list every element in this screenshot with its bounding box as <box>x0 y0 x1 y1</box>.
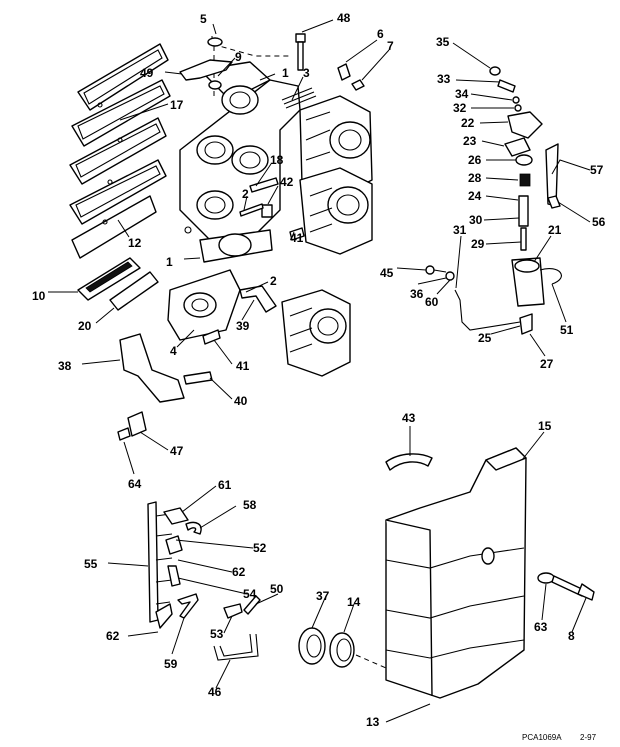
reed-plate <box>77 257 159 311</box>
bracket <box>179 59 233 81</box>
callout-5: 5 <box>200 12 207 26</box>
callout-32: 32 <box>453 101 467 115</box>
callout-57: 57 <box>590 163 604 177</box>
callout-3: 3 <box>303 66 310 80</box>
callout-2-lower: 2 <box>270 274 277 288</box>
callout-55: 55 <box>84 557 98 571</box>
callout-23: 23 <box>463 134 477 148</box>
callout-17: 17 <box>170 98 184 112</box>
mounting-bracket <box>119 333 185 403</box>
callout-34: 34 <box>455 87 469 101</box>
callout-20: 20 <box>78 319 92 333</box>
callout-31: 31 <box>453 223 467 237</box>
callout-62-lower: 62 <box>106 629 120 643</box>
callout-52: 52 <box>253 541 267 555</box>
callout-24: 24 <box>468 189 482 203</box>
intake-manifold <box>167 61 301 341</box>
callout-4: 4 <box>170 344 177 358</box>
callout-15: 15 <box>538 419 552 433</box>
callout-60: 60 <box>425 295 439 309</box>
manifold-bolt <box>295 33 306 71</box>
callout-41-upper: 41 <box>290 231 304 245</box>
callout-33: 33 <box>437 72 451 86</box>
callout-54: 54 <box>243 587 257 601</box>
callout-61: 61 <box>218 478 232 492</box>
callout-1-lower: 1 <box>166 255 173 269</box>
callout-1-upper: 1 <box>282 66 289 80</box>
leader-lines <box>48 19 591 723</box>
fuel-pump-assembly <box>425 66 562 335</box>
callout-14: 14 <box>347 595 361 609</box>
callout-22: 22 <box>461 116 475 130</box>
callout-62-upper: 62 <box>232 565 246 579</box>
callout-38: 38 <box>58 359 72 373</box>
intake-manifold-gasket-stack <box>69 43 171 259</box>
callout-40: 40 <box>234 394 248 408</box>
callout-21: 21 <box>548 223 562 237</box>
callout-2-upper: 2 <box>242 187 249 201</box>
callout-35: 35 <box>436 35 450 49</box>
callout-39: 39 <box>236 319 250 333</box>
callout-27: 27 <box>540 357 554 371</box>
callout-46: 46 <box>208 685 222 699</box>
callout-43: 43 <box>402 411 416 425</box>
callout-37: 37 <box>316 589 330 603</box>
callout-47: 47 <box>170 444 184 458</box>
callout-48: 48 <box>337 11 351 25</box>
drawing-code: PCA1069A <box>522 733 562 742</box>
lower-carburetor <box>281 289 351 377</box>
callout-6: 6 <box>377 27 384 41</box>
callout-45: 45 <box>380 266 394 280</box>
middle-carburetor <box>299 167 373 255</box>
callout-58: 58 <box>243 498 257 512</box>
callout-18: 18 <box>270 153 284 167</box>
callout-63: 63 <box>534 620 548 634</box>
callout-26: 26 <box>468 153 482 167</box>
callout-8: 8 <box>568 629 575 643</box>
callout-28: 28 <box>468 171 482 185</box>
callout-64: 64 <box>128 477 142 491</box>
callout-49: 49 <box>140 66 154 80</box>
callout-53: 53 <box>210 627 224 641</box>
callout-42: 42 <box>280 175 294 189</box>
callout-25: 25 <box>478 331 492 345</box>
callout-30: 30 <box>469 213 483 227</box>
callout-10: 10 <box>32 289 46 303</box>
upper-carburetor <box>299 95 373 197</box>
callout-51: 51 <box>560 323 574 337</box>
callout-29: 29 <box>471 237 485 251</box>
callout-36: 36 <box>410 287 424 301</box>
oil-tank <box>385 447 527 699</box>
callout-56: 56 <box>592 215 606 229</box>
callout-13: 13 <box>366 715 380 729</box>
callout-9: 9 <box>235 50 242 64</box>
callout-12: 12 <box>128 236 142 250</box>
drawing-date: 2-97 <box>580 733 597 742</box>
callout-50: 50 <box>270 582 284 596</box>
oil-distribution-manifold <box>147 501 173 623</box>
callout-7: 7 <box>387 39 394 53</box>
callout-59: 59 <box>164 657 178 671</box>
callout-41-lower: 41 <box>236 359 250 373</box>
callout-labels: 5 48 6 7 9 49 1 3 17 18 42 2 12 41 1 2 1… <box>32 11 606 729</box>
